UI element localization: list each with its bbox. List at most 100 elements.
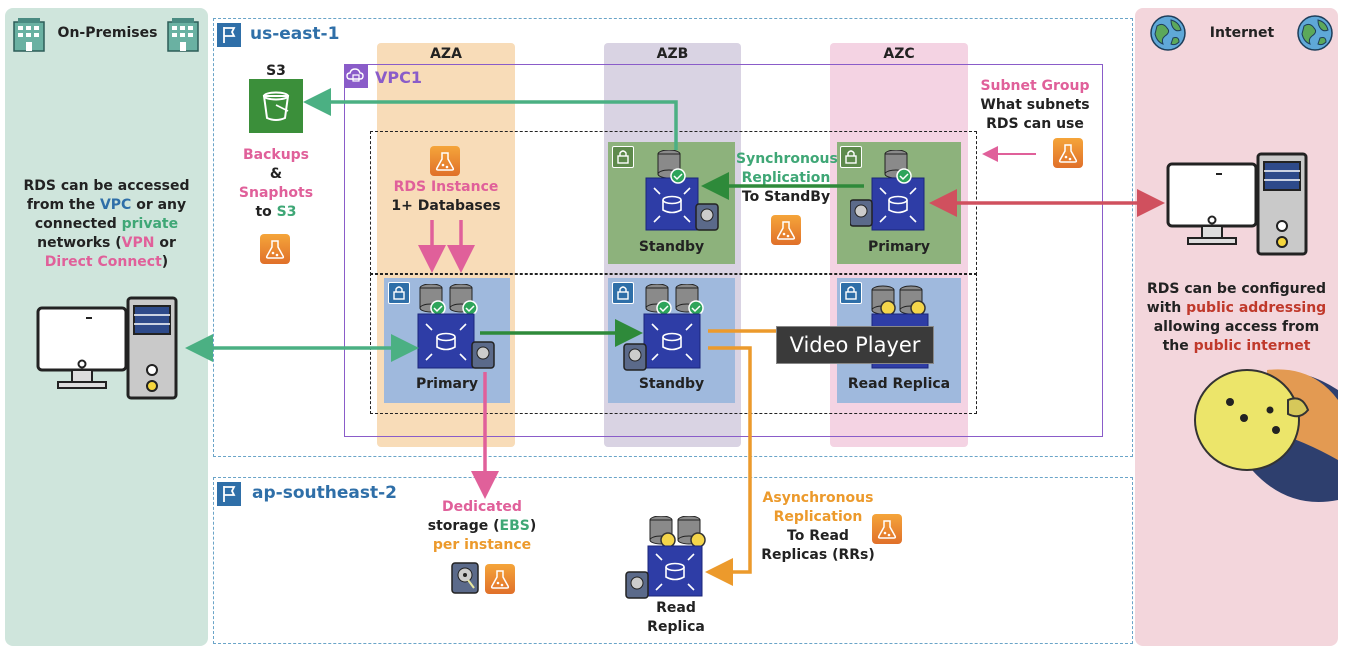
desc-text: with xyxy=(1146,300,1187,316)
desc-text: networks ( xyxy=(37,235,122,251)
rds-instance-icon xyxy=(624,515,710,606)
flag-icon xyxy=(217,482,241,506)
vpc-label: VPC1 xyxy=(375,68,422,87)
lock-icon xyxy=(388,282,410,304)
desc-line: Snaphots xyxy=(238,185,314,201)
ebs-disk-icon xyxy=(451,562,479,594)
desc-line: Synchronous xyxy=(736,151,838,167)
internet-panel xyxy=(1135,8,1338,646)
desc-line: Replicas (RRs) xyxy=(761,547,875,563)
desc-line: RDS can be accessed xyxy=(23,178,190,194)
region-us-east-1 xyxy=(213,18,1133,457)
desc-line: RDS can be configured xyxy=(1146,281,1326,297)
on-premises-title: On-Premises xyxy=(57,25,158,41)
lock-icon xyxy=(840,146,862,168)
s3-label: S3 xyxy=(266,63,286,79)
direct-connect-highlight: Direct Connect xyxy=(44,254,162,270)
private-highlight: private xyxy=(121,216,179,232)
desc-line: with public addressing xyxy=(1140,299,1333,318)
internet-title: Internet xyxy=(1209,25,1275,41)
desktop-computer-icon xyxy=(36,296,180,400)
desc-text: or any xyxy=(131,197,187,213)
desc-text: ) xyxy=(529,518,537,534)
instance-label-primary-top: Primary xyxy=(867,239,931,255)
arrow-async-to-remote-replica xyxy=(705,346,752,586)
flask-icon xyxy=(771,215,801,245)
desc-text: to xyxy=(255,204,277,220)
rds-instance-icon xyxy=(622,283,712,374)
desc-text: ) xyxy=(161,254,169,270)
desc-line: per instance xyxy=(432,537,532,553)
desc-line: & xyxy=(269,166,283,182)
s3-bucket-icon xyxy=(249,79,303,133)
vpc-highlight: VPC xyxy=(99,197,132,213)
desc-line: 1+ Databases xyxy=(391,198,501,214)
flask-icon xyxy=(485,564,515,594)
desc-line: connected private xyxy=(15,215,198,234)
desc-text: the xyxy=(1162,338,1194,354)
backups-description: Backups & Snaphots to S3 xyxy=(226,146,326,222)
desc-line: to S3 xyxy=(226,203,326,222)
desc-line: RDS Instance xyxy=(393,179,499,195)
desc-text: storage ( xyxy=(427,518,500,534)
video-player-tooltip[interactable]: Video Player xyxy=(776,326,934,364)
vpn-highlight: VPN xyxy=(121,235,155,251)
vpc-icon xyxy=(344,64,368,88)
mascot-icon xyxy=(1192,360,1338,504)
desc-line: Subnet Group xyxy=(980,78,1090,94)
instance-label-primary-bottom: Primary xyxy=(415,376,479,392)
desc-line: Read xyxy=(656,600,696,616)
region-label-us-east-1: us-east-1 xyxy=(250,24,340,44)
ebs-highlight: EBS xyxy=(499,518,530,534)
desc-text: or xyxy=(154,235,176,251)
desc-line: To StandBy xyxy=(741,189,831,205)
sync-replication-description: Synchronous Replication To StandBy xyxy=(736,150,838,207)
s3-highlight: S3 xyxy=(276,204,297,220)
subnet-group-description: Subnet Group What subnets RDS can use xyxy=(976,77,1094,134)
desc-line: What subnets xyxy=(980,97,1090,113)
desc-line: from the VPC or any xyxy=(15,196,198,215)
flask-icon xyxy=(430,146,460,176)
flask-icon xyxy=(1053,138,1083,168)
desc-line: To Read xyxy=(787,528,849,544)
desc-line: networks (VPN or xyxy=(15,234,198,253)
desc-line: Backups xyxy=(242,147,310,163)
desc-text: connected xyxy=(34,216,122,232)
flag-icon xyxy=(217,23,241,47)
instance-label-standby-top: Standby xyxy=(638,239,705,255)
vpc-boundary xyxy=(344,64,1103,437)
desc-line: Replica xyxy=(647,619,705,635)
desc-line: RDS can use xyxy=(986,116,1084,132)
rds-instance-description: RDS Instance 1+ Databases xyxy=(380,178,512,216)
az-label-b: AZB xyxy=(656,46,689,62)
flask-icon xyxy=(260,234,290,264)
region-ap-southeast-2 xyxy=(213,477,1133,644)
desc-text: from the xyxy=(26,197,100,213)
building-icon xyxy=(12,16,46,52)
async-replication-description: Asynchronous Replication To Read Replica… xyxy=(760,489,876,565)
public-addressing-highlight: public addressing xyxy=(1186,300,1327,316)
lock-icon xyxy=(612,146,634,168)
desc-line: storage (EBS) xyxy=(414,517,550,536)
flask-icon xyxy=(872,514,902,544)
on-premises-description: RDS can be accessed from the VPC or any … xyxy=(15,177,198,272)
rds-instance-icon xyxy=(412,283,502,374)
public-internet-highlight: public internet xyxy=(1193,338,1311,354)
storage-description: Dedicated storage (EBS) per instance xyxy=(414,498,550,555)
desktop-computer-icon xyxy=(1166,152,1310,256)
globe-icon xyxy=(1296,14,1334,52)
desc-line: Asynchronous xyxy=(762,490,874,506)
az-label-a: AZA xyxy=(430,46,462,62)
rds-instance-icon xyxy=(640,149,720,234)
globe-icon xyxy=(1149,14,1187,52)
instance-label-read-replica: Read Replica xyxy=(847,376,951,392)
desc-line: Dedicated xyxy=(442,499,522,515)
rds-instance-icon xyxy=(849,149,930,234)
region-label-ap-southeast-2: ap-southeast-2 xyxy=(252,483,397,503)
desc-line: the public internet xyxy=(1140,337,1333,356)
desc-line: Replication xyxy=(773,509,863,525)
instance-label-remote-read-replica: Read Replica xyxy=(636,599,716,637)
building-icon xyxy=(166,16,200,52)
internet-description: RDS can be configured with public addres… xyxy=(1140,280,1333,356)
